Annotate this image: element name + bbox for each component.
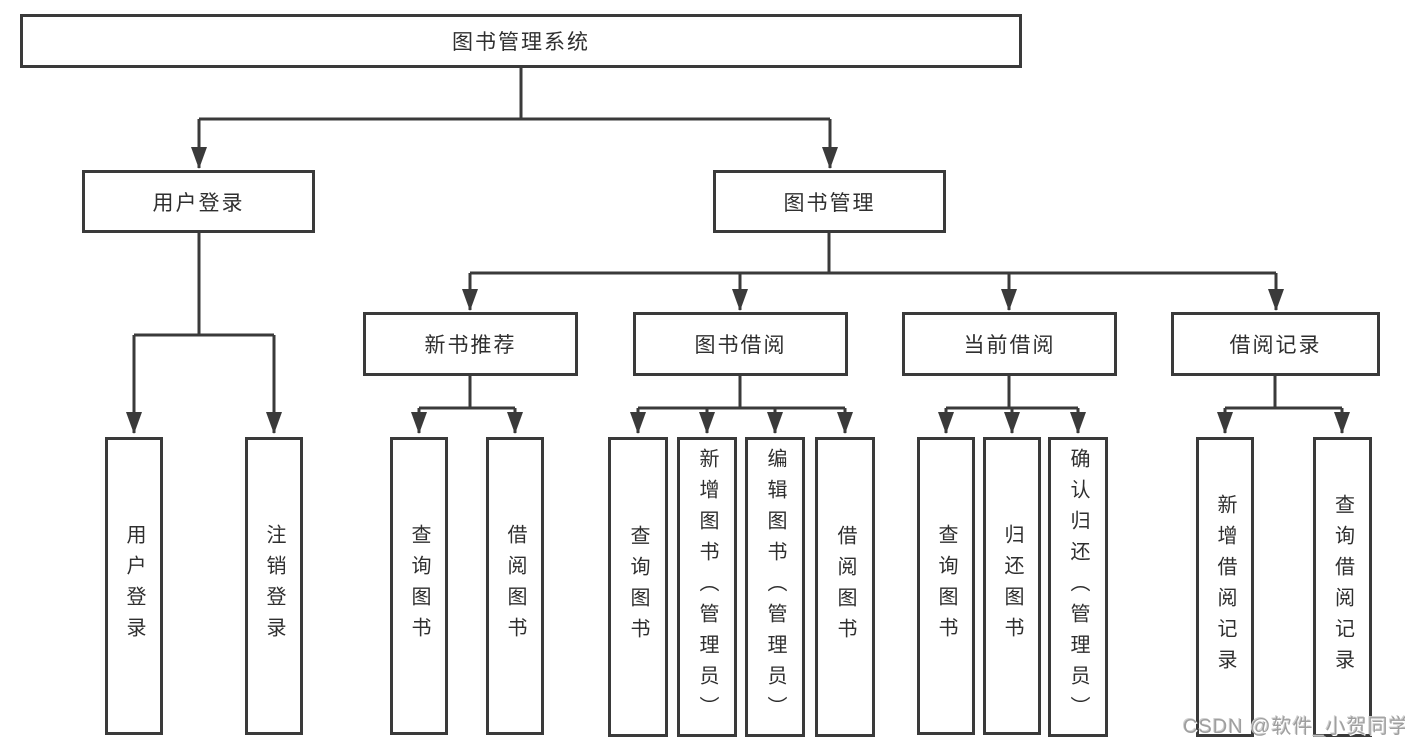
connector-root bbox=[191, 68, 838, 169]
leaf-label: 编辑图书（管理员） bbox=[764, 447, 786, 727]
leaf-label: 借阅图书 bbox=[834, 525, 856, 649]
leaf-records-add-record: 新增借阅记录 bbox=[1196, 437, 1254, 737]
node-current-borrow-label: 当前借阅 bbox=[963, 334, 1056, 357]
node-borrow-records: 借阅记录 bbox=[1171, 312, 1380, 376]
node-new-book-recommend: 新书推荐 bbox=[363, 312, 578, 376]
node-user-login: 用户登录 bbox=[82, 170, 315, 233]
node-user-login-label: 用户登录 bbox=[152, 191, 245, 215]
leaf-user-login: 用户登录 bbox=[105, 437, 163, 735]
leaf-label: 确认归还（管理员） bbox=[1067, 447, 1089, 727]
leaf-newrec-query-book: 查询图书 bbox=[390, 437, 448, 735]
connector-book-management bbox=[462, 233, 1284, 311]
leaf-label: 查询图书 bbox=[935, 524, 957, 648]
leaf-label: 查询图书 bbox=[408, 524, 430, 648]
leaf-label: 归还图书 bbox=[1001, 524, 1023, 648]
leaf-label: 查询图书 bbox=[627, 525, 649, 649]
connector-book-borrow bbox=[630, 376, 853, 434]
leaf-label: 新增借阅记录 bbox=[1214, 494, 1236, 680]
leaf-records-query-record: 查询借阅记录 bbox=[1313, 437, 1372, 737]
node-book-borrow-label: 图书借阅 bbox=[694, 334, 787, 357]
leaf-borrow-query-book: 查询图书 bbox=[608, 437, 668, 737]
node-book-management: 图书管理 bbox=[713, 170, 946, 233]
leaf-label: 查询借阅记录 bbox=[1331, 494, 1354, 680]
leaf-borrow-add-book-admin: 新增图书（管理员） bbox=[677, 437, 737, 737]
node-borrow-records-label: 借阅记录 bbox=[1229, 334, 1322, 357]
leaf-label: 用户登录 bbox=[123, 524, 145, 648]
node-current-borrow: 当前借阅 bbox=[902, 312, 1117, 376]
watermark-text: CSDN @软件_小贺同学 bbox=[1183, 716, 1405, 738]
leaf-borrow-borrow-book: 借阅图书 bbox=[815, 437, 875, 737]
leaf-label: 注销登录 bbox=[263, 524, 285, 648]
node-book-management-label: 图书管理 bbox=[783, 191, 876, 215]
leaf-logout: 注销登录 bbox=[245, 437, 303, 735]
leaf-current-query-book: 查询图书 bbox=[917, 437, 975, 735]
connector-user-login bbox=[126, 233, 282, 434]
leaf-current-return-book: 归还图书 bbox=[983, 437, 1041, 735]
node-book-borrow: 图书借阅 bbox=[633, 312, 848, 376]
connector-borrow-records bbox=[1217, 376, 1350, 434]
connector-current-borrow bbox=[938, 376, 1086, 434]
node-root-label: 图书管理系统 bbox=[452, 31, 590, 54]
leaf-label: 借阅图书 bbox=[504, 524, 526, 648]
connector-new-book-recommend bbox=[411, 376, 523, 434]
node-new-book-recommend-label: 新书推荐 bbox=[424, 334, 517, 357]
leaf-current-confirm-return-admin: 确认归还（管理员） bbox=[1048, 437, 1108, 737]
leaf-borrow-edit-book-admin: 编辑图书（管理员） bbox=[745, 437, 805, 737]
leaf-newrec-borrow-book: 借阅图书 bbox=[486, 437, 544, 735]
leaf-label: 新增图书（管理员） bbox=[696, 447, 718, 727]
node-root: 图书管理系统 bbox=[20, 14, 1022, 68]
